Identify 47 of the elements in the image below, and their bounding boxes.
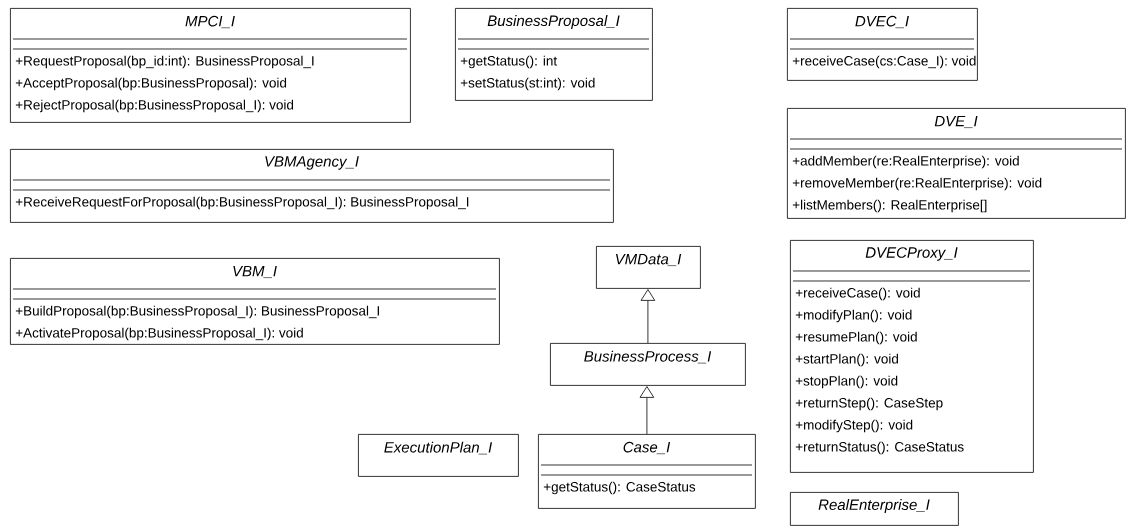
class-box — [358, 434, 519, 477]
class-box — [550, 343, 746, 386]
class-name: MPCI_I — [185, 15, 235, 29]
class-name: VBM_I — [233, 265, 277, 279]
operation-text: +stopPlan(): void — [795, 375, 898, 389]
operation-text: +getStatus(): CaseStatus — [543, 481, 696, 495]
operation-text: +ReceiveRequestForProposal(bp:BusinessProposal_I): BusinessProposal_I — [15, 196, 469, 210]
class-name: Case_I — [623, 441, 671, 455]
operation-text: +listMembers(): RealEnterprise[] — [792, 199, 987, 213]
class-box — [455, 8, 653, 101]
operation-text: +RequestProposal(bp_id:int): BusinessProposal_I — [15, 55, 314, 69]
class-name: RealEnterprise_I — [818, 499, 930, 513]
class-box — [10, 8, 411, 123]
class-name: VBMAgency_I — [265, 156, 359, 170]
class-box — [10, 149, 614, 223]
class-box — [787, 8, 978, 81]
operation-text: +modifyStep(): void — [795, 419, 913, 433]
operation-text: +receiveCase(cs:Case_I): void — [792, 55, 976, 69]
class-box — [790, 492, 959, 526]
class-name: DVE_I — [934, 115, 978, 129]
operation-text: +BuildProposal(bp:BusinessProposal_I): BusinessProposal_I — [15, 305, 379, 319]
class-name: BusinessProposal_I — [487, 15, 620, 29]
operation-text: +receiveCase(): void — [795, 287, 920, 301]
class-name: VMData_I — [615, 253, 682, 267]
class-box — [787, 108, 1126, 219]
class-name: DVEC_I — [855, 15, 909, 29]
class-box — [596, 246, 701, 289]
class-name: ExecutionPlan_I — [384, 441, 492, 455]
class-box — [790, 240, 1034, 473]
generalization-arrow — [640, 289, 656, 344]
class-name: DVECProxy_I — [865, 247, 958, 261]
class-box — [10, 258, 500, 345]
operation-text: +startPlan(): void — [795, 353, 898, 367]
operation-text: +addMember(re:RealEnterprise): void — [792, 155, 1019, 169]
operation-text: +removeMember(re:RealEnterprise): void — [792, 177, 1042, 191]
operation-text: +setStatus(st:int): void — [460, 77, 595, 91]
operation-text: +AcceptProposal(bp:BusinessProposal): void — [15, 77, 287, 91]
class-name: BusinessProcess_I — [584, 350, 712, 364]
operation-text: +getStatus(): int — [460, 55, 557, 69]
operation-text: +returnStep(): CaseStep — [795, 397, 943, 411]
operation-text: +resumePlan(): void — [795, 331, 917, 345]
operation-text: +ActivateProposal(bp:BusinessProposal_I): void — [15, 327, 303, 341]
generalization-arrow — [639, 386, 655, 435]
class-box — [538, 434, 756, 509]
operation-text: +modifyPlan(): void — [795, 309, 912, 323]
operation-text: +RejectProposal(bp:BusinessProposal_I): void — [15, 99, 294, 113]
operation-text: +returnStatus(): CaseStatus — [795, 441, 964, 455]
